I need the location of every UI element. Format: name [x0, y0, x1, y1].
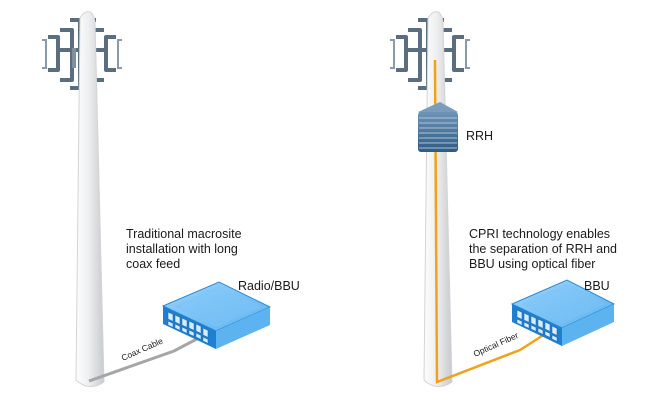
right-caption-line-3: BBU using optical fiber [469, 257, 596, 271]
right-tower [390, 11, 470, 387]
optical-fiber-label: Optical Fiber [472, 330, 520, 359]
rrh-label: RRH [466, 129, 494, 143]
left-caption-line-2: installation with long [126, 242, 238, 256]
left-caption: Traditional macrosite installation with … [126, 227, 242, 272]
right-tower-pole [423, 11, 453, 387]
rrh-unit [418, 102, 458, 152]
bbu-ports [516, 309, 558, 342]
radio-bbu-unit [161, 281, 272, 349]
left-antenna-brackets [42, 39, 122, 69]
bbu-label: BBU [584, 279, 610, 293]
radio-bbu-ports [167, 311, 209, 344]
right-antenna-brackets [390, 39, 470, 69]
right-caption-line-1: CPRI technology enables [469, 227, 611, 241]
left-tower [42, 11, 122, 387]
left-tower-pole [75, 11, 105, 387]
left-caption-line-1: Traditional macrosite [126, 227, 242, 241]
coax-cable-label: Coax Cable [120, 336, 165, 363]
left-caption-line-3: coax feed [126, 257, 181, 271]
right-caption-line-2: the separation of RRH and [469, 242, 618, 256]
radio-bbu-label: Radio/BBU [238, 279, 300, 293]
bbu-unit [510, 279, 616, 346]
right-caption: CPRI technology enables the separation o… [469, 227, 617, 272]
